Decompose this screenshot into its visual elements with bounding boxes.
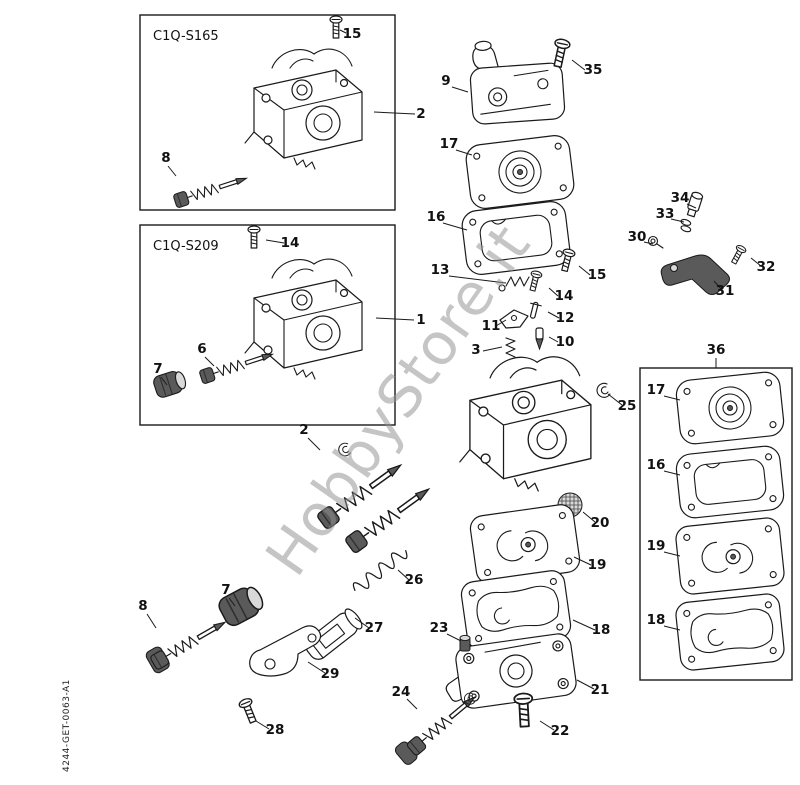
part-29-throttle-lever [249,625,322,677]
part-8-adjusting-screw-main [145,614,230,674]
callout-34: 34 [671,190,690,206]
callout-7-middle: 7 [221,582,230,598]
callout-18-set: 18 [647,612,666,628]
callout-17-set: 17 [647,382,666,398]
part-32-screw [728,243,748,266]
part-14-screw-main [526,269,544,293]
part-23-plug [459,634,471,652]
leader-lines [146,29,762,731]
callout-22: 22 [551,723,570,739]
callout-29: 29 [321,666,340,682]
part-1-carburetor-c1q-s209 [244,258,363,380]
callout-26: 26 [405,572,424,588]
callout-21: 21 [591,682,610,698]
callout-23: 23 [430,620,449,636]
part-16-pump-gasket [459,199,573,277]
callout-36: 36 [707,342,726,358]
callout-20: 20 [591,515,610,531]
callout-15-main: 15 [588,267,607,283]
drawing-number: 4244-GET-0063-A1 [62,679,72,772]
part-24-adjusting-screw [394,690,480,765]
callout-33: 33 [656,206,675,222]
part-17-pump-diaphragm-set [674,370,786,446]
callout-31: 31 [716,283,735,299]
part-31-choke-lever [660,254,730,295]
part-27-throttle-shaft [305,608,363,660]
part-19-metering-diaphragm-set [674,516,786,596]
callout-6-box2: 6 [197,341,206,357]
callout-32: 32 [757,259,776,275]
part-9-pump-cover [469,40,566,125]
callout-17-main: 17 [440,136,459,152]
part-6-adjusting-screw-box2 [198,347,276,385]
part-22-screw [513,692,535,728]
part-26-spring [350,545,411,596]
part-15-screw-box1 [329,15,343,39]
callout-9: 9 [441,73,450,89]
callout-16-set: 16 [647,457,666,473]
callout-25: 25 [618,398,637,414]
callout-2-box1: 2 [416,106,425,122]
part-2-carburetor-c1q-s165 [244,48,363,170]
callout-15-box1: 15 [343,26,362,42]
callout-10: 10 [556,334,575,350]
callout-12: 12 [556,310,575,326]
part-3-spring [505,337,516,358]
callout-14-main: 14 [555,288,574,304]
part-25-e-clip [596,382,611,398]
callout-1-box2: 1 [416,312,425,328]
part-11-metering-lever [499,309,529,329]
part-8-adjusting-screw-box1 [172,171,250,209]
callout-28: 28 [266,722,285,738]
callout-16-main: 16 [427,209,446,225]
callout-8-box1: 8 [161,150,170,166]
part-16-pump-gasket-set [674,444,786,520]
part-19-metering-diaphragm [468,502,582,586]
part-12-lever-pin [529,301,542,319]
part-28-screw [237,696,260,726]
callout-14-box2: 14 [281,235,300,251]
callout-30: 30 [628,229,647,245]
part-18-metering-gasket-set [674,592,786,672]
part-17-pump-diaphragm [463,133,577,211]
callout-19-set: 19 [647,538,666,554]
inset-box-c1q-s209 [139,224,396,426]
part-main-carburetor-body [459,356,592,492]
part-14-screw-box2 [247,225,261,249]
callout-18-main: 18 [592,622,611,638]
part-30-washer [647,235,664,249]
part-34-valve-nozzle [686,191,704,218]
callout-3: 3 [471,342,480,358]
part-13-spring-clip [498,276,530,292]
callout-24: 24 [392,684,411,700]
callout-19-main: 19 [588,557,607,573]
callout-7-box2: 7 [153,361,162,377]
callout-8-middle: 8 [138,598,147,614]
inset-box2-label: C1Q-S209 [153,239,219,254]
callout-27: 27 [365,620,384,636]
inset-box1-label: C1Q-S165 [153,29,219,44]
inset-box-c1q-s165 [139,14,396,211]
callout-11: 11 [482,318,501,334]
part-33-o-rings [680,218,692,233]
callout-13: 13 [431,262,450,278]
part-2-adjusting-screw-assembly [315,442,435,555]
callout-2-middle: 2 [299,422,308,438]
part-10-inlet-needle [535,327,544,351]
callout-35: 35 [584,62,603,78]
